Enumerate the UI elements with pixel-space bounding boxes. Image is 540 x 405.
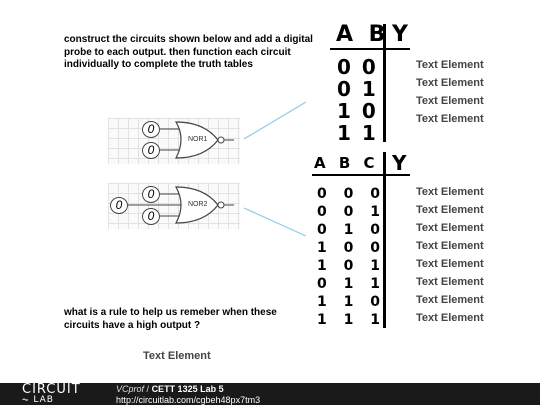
table1-output-element[interactable]: Text Element	[416, 77, 484, 89]
table1-header-output: Y	[392, 22, 408, 47]
table2-row: 0 1 1	[317, 276, 386, 292]
circuit2-input-b-toggle[interactable]: 0	[142, 186, 160, 203]
table2-row: 0 0 1	[317, 204, 386, 220]
circuit1-inversion-bubble	[217, 136, 225, 144]
table2-row: 1 0 1	[317, 258, 386, 274]
resistor-icon: ⏦	[22, 395, 30, 404]
footer-separator: /	[146, 384, 150, 394]
circuit1-nor-gate	[174, 121, 219, 159]
table1-row: 0 0	[337, 55, 378, 79]
table2-row: 0 0 0	[317, 186, 386, 202]
circuit1-panel[interactable]: 0 0 NOR1	[108, 118, 240, 164]
circuit1-input-a-toggle[interactable]: 0	[142, 121, 160, 138]
table1-output-element[interactable]: Text Element	[416, 95, 484, 107]
table2-header-inputs: A B C	[314, 154, 379, 172]
circuit2-gate-label: NOR2	[188, 201, 208, 208]
table2-row: 0 1 0	[317, 222, 386, 238]
circuit2-input-a-value: 0	[115, 198, 123, 212]
table1-output-element[interactable]: Text Element	[416, 113, 484, 125]
table2-output-element[interactable]: Text Element	[416, 240, 484, 252]
footer-author-line: VCprof / CETT 1325 Lab 5	[116, 384, 224, 394]
table2-header-output: Y	[392, 151, 407, 175]
circuit-title: CETT 1325 Lab 5	[151, 384, 224, 394]
instructions-text: construct the circuits shown below and a…	[64, 34, 313, 70]
circuitlab-logo-sub: ⏦ LAB	[22, 395, 54, 405]
table1-row: 1 1	[337, 121, 378, 145]
circuit2-input-b-value: 0	[147, 187, 155, 201]
table2-output-element[interactable]: Text Element	[416, 204, 484, 216]
question-text: what is a rule to help us remeber when t…	[64, 307, 277, 331]
circuit1-input-a-value: 0	[147, 122, 155, 136]
circuit-url-link[interactable]: http://circuitlab.com/cgbeh48px7tm3	[116, 395, 261, 405]
footer-bar: CIRCUIT ⏦ LAB VCprof / CETT 1325 Lab 5 h…	[0, 383, 540, 405]
table2-output-element[interactable]: Text Element	[416, 312, 484, 324]
table2-row: 1 1 0	[317, 294, 386, 310]
circuit1-input-b-value: 0	[147, 143, 155, 157]
table2-row: 1 0 0	[317, 240, 386, 256]
table2-output-element[interactable]: Text Element	[416, 186, 484, 198]
table2-divider-horizontal	[312, 174, 410, 176]
table1-header-inputs: A B	[336, 22, 390, 47]
circuit2-input-c-toggle[interactable]: 0	[142, 208, 160, 225]
table2-output-element[interactable]: Text Element	[416, 222, 484, 234]
connector-line-2	[243, 207, 307, 237]
connector-line-1	[243, 101, 307, 140]
table2-output-element[interactable]: Text Element	[416, 294, 484, 306]
table2-row: 1 1 1	[317, 312, 386, 328]
table1-row: 0 1	[337, 77, 378, 101]
circuit2-nor-gate	[174, 186, 219, 224]
circuit2-input-a-toggle[interactable]: 0	[110, 197, 128, 214]
circuit2-input-c-value: 0	[147, 209, 155, 223]
author-link[interactable]: VCprof	[116, 384, 145, 394]
table1-divider-horizontal	[330, 48, 410, 50]
logo-lab-text: LAB	[33, 395, 54, 405]
table1-row: 1 0	[337, 99, 378, 123]
table1-output-element[interactable]: Text Element	[416, 59, 484, 71]
circuit1-gate-label: NOR1	[188, 136, 208, 143]
table1-divider-vertical	[383, 24, 386, 142]
table2-divider-vertical	[383, 152, 386, 328]
circuit1-input-b-toggle[interactable]: 0	[142, 142, 160, 159]
circuitlab-logo[interactable]: CIRCUIT	[22, 382, 81, 397]
table2-output-element[interactable]: Text Element	[416, 258, 484, 270]
table2-output-element[interactable]: Text Element	[416, 276, 484, 288]
circuit2-inversion-bubble	[217, 201, 225, 209]
answer-text-element[interactable]: Text Element	[143, 350, 211, 362]
circuit2-panel[interactable]: 0 0 0 NOR2	[108, 183, 240, 229]
